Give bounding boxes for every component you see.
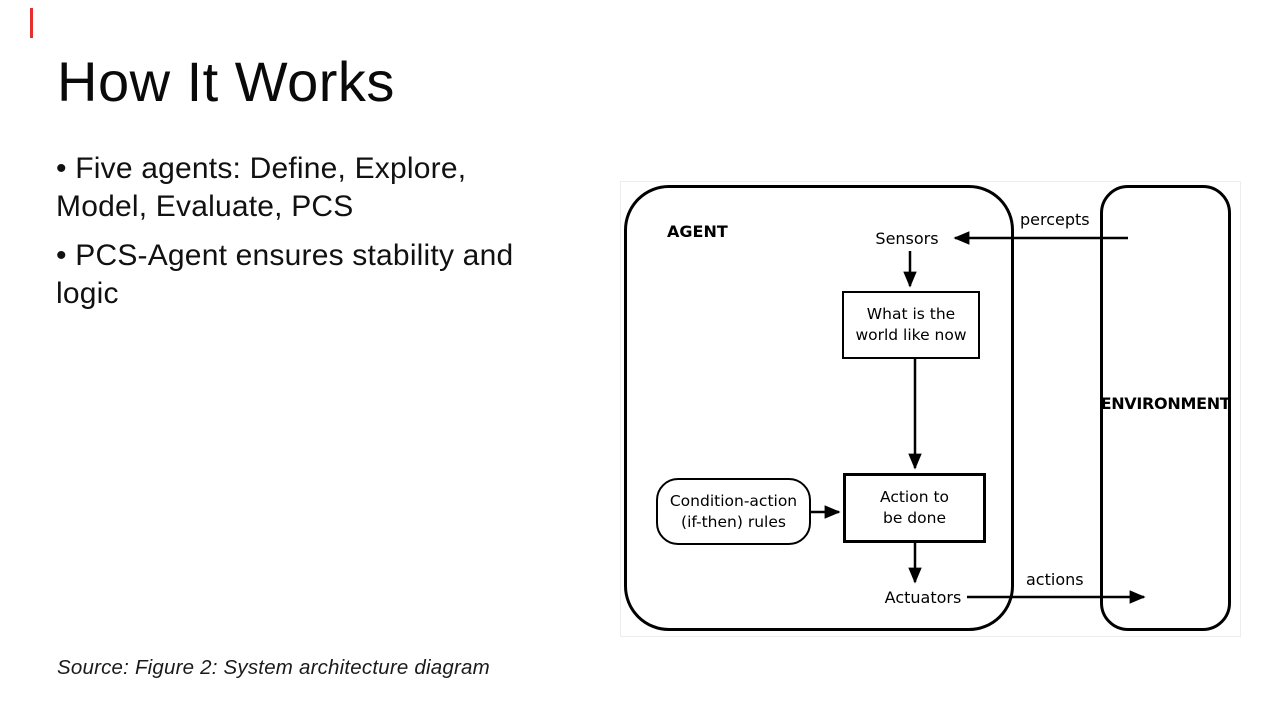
environment-label: ENVIRONMENT (1100, 394, 1231, 413)
environment-container-box (1100, 185, 1231, 631)
actions-label: actions (1026, 570, 1084, 589)
world-state-box: What is the world like now (842, 291, 980, 359)
condition-action-rules-box: Condition-action (if-then) rules (656, 478, 811, 545)
sensors-label: Sensors (875, 229, 939, 248)
accent-dash (30, 8, 33, 38)
bullet-item-agents: • Five agents: Define, Explore, Model, E… (56, 152, 467, 223)
action-to-be-done-box: Action to be done (843, 473, 986, 543)
bullet-item-pcs: • PCS-Agent ensures stability and logic (56, 239, 514, 310)
percepts-label: percepts (1020, 210, 1090, 229)
bullet-list: • Five agents: Define, Explore, Model, E… (56, 150, 616, 324)
architecture-diagram: AGENT ENVIRONMENT Sensors percepts Actua… (620, 181, 1241, 637)
page-title: How It Works (57, 50, 395, 113)
agent-container-box (624, 185, 1014, 631)
actuators-label: Actuators (884, 588, 962, 607)
source-caption: Source: Figure 2: System architecture di… (57, 656, 490, 679)
agent-label: AGENT (667, 222, 728, 241)
